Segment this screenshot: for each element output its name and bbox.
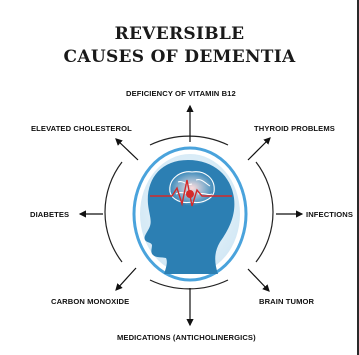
arrow-bottom-right	[248, 269, 269, 291]
arrow-top-right	[248, 138, 270, 160]
label-brain-tumor: BRAIN TUMOR	[259, 297, 314, 306]
label-diabetes: DIABETES	[30, 210, 69, 219]
label-infections: INFECTIONS	[306, 210, 353, 219]
arrow-top-left	[116, 139, 138, 160]
label-elevated-cholesterol: ELEVATED CHOLESTEROL	[31, 124, 132, 133]
label-vitamin-b12: DEFICIENCY OF VITAMIN B12	[126, 89, 236, 98]
label-thyroid-problems: THYROID PROBLEMS	[254, 124, 335, 133]
pulse-center	[186, 190, 194, 198]
label-medications: MEDICATIONS (ANTICHOLINERGICS)	[117, 333, 256, 342]
label-carbon-monoxide: CARBON MONOXIDE	[51, 297, 129, 306]
brain-glow	[168, 170, 216, 206]
head-illustration	[134, 148, 246, 280]
arrow-bottom-left	[116, 268, 136, 290]
